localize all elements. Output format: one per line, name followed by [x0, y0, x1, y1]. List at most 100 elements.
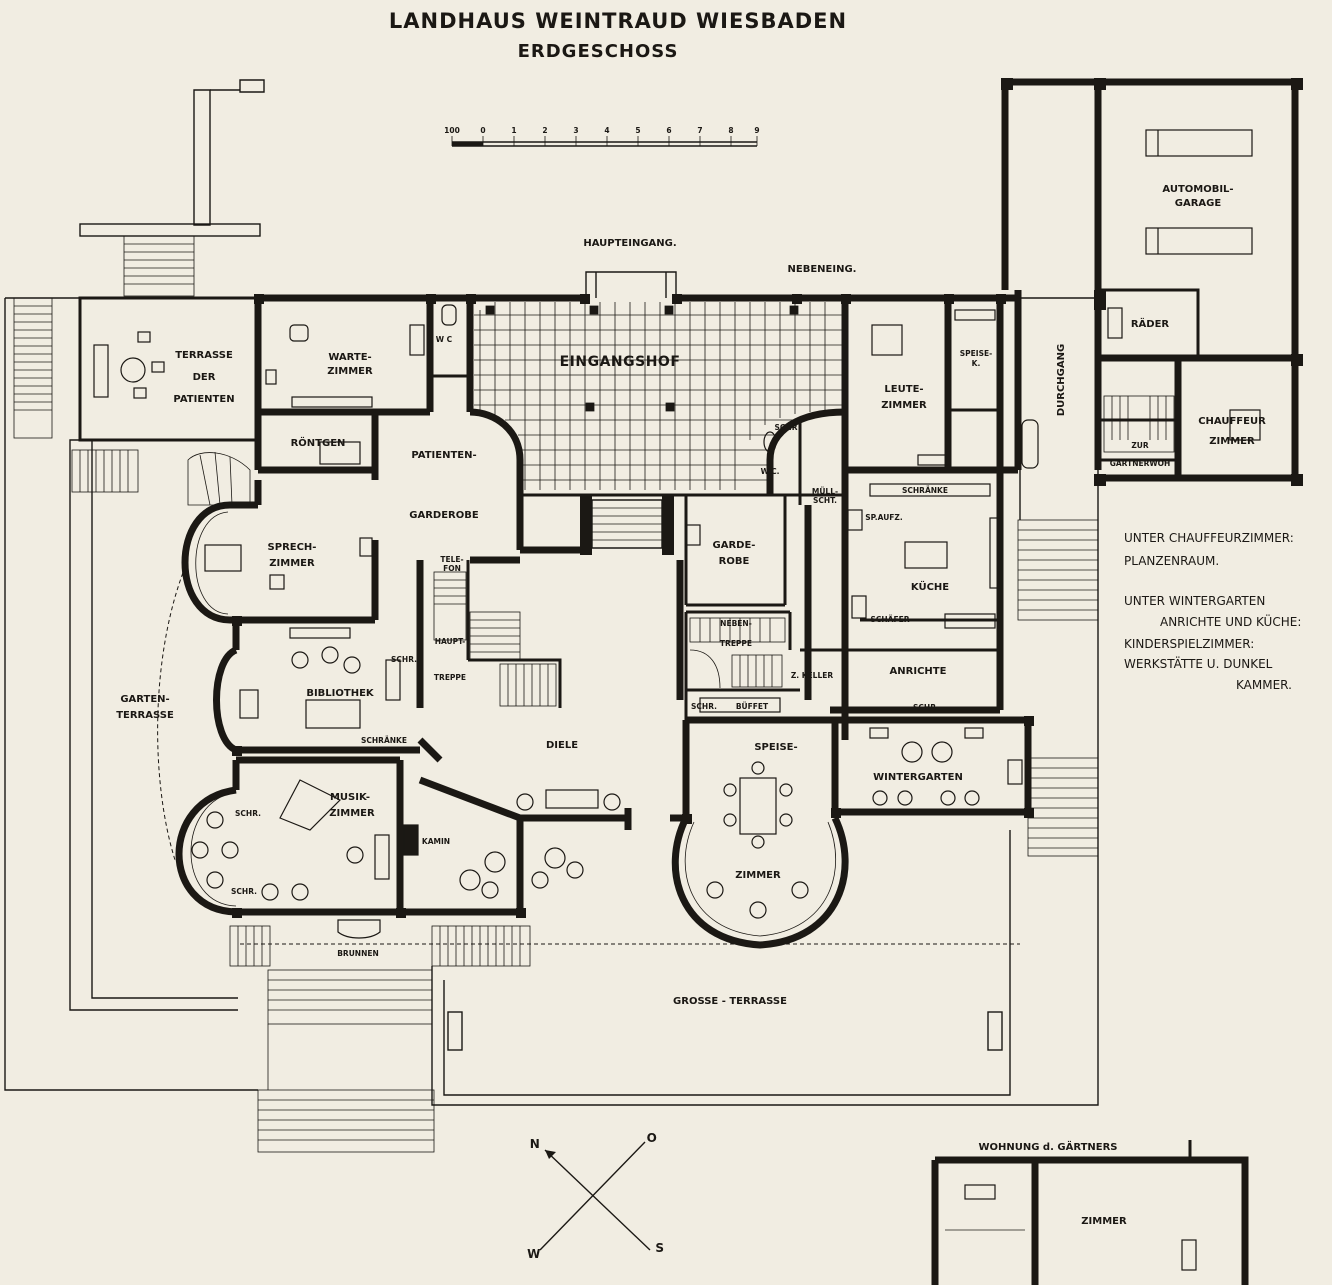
scale-label: 8 [728, 126, 733, 135]
side-entrance-label: NEBENEING. [788, 264, 857, 275]
plan-notes: UNTER CHAUFFEURZIMMER: PLANZENRAUM. UNTE… [1124, 531, 1301, 692]
waiting-room-label: WARTE- [328, 352, 371, 363]
scale-label: 6 [666, 126, 671, 135]
wall-pillars [232, 78, 1303, 918]
refuse-chute-label: MÜLL- [812, 487, 838, 496]
pantry-label: SPEISE- [960, 349, 992, 358]
fountain-label: BRUNNEN [337, 949, 379, 958]
cloakroom-label: ROBE [719, 556, 750, 567]
library-label: BIBLIOTHEK [306, 688, 375, 699]
note-line: UNTER CHAUFFEURZIMMER: [1124, 531, 1294, 545]
scale-label: 3 [573, 126, 578, 135]
service-stair [689, 617, 786, 689]
note-line: UNTER WINTERGARTEN [1124, 594, 1265, 608]
fireplace-label: KAMIN [422, 837, 450, 846]
gardener-path-label: ZUR [1131, 441, 1149, 450]
terrace-patients-label: PATIENTEN [173, 394, 234, 405]
chauffeur-room-label: CHAUFFEUR [1198, 416, 1266, 427]
dining-room-label: ZIMMER [735, 870, 781, 881]
passage-label: DURCHGANG [1056, 344, 1067, 416]
gardener-room-label: ZIMMER [1081, 1216, 1127, 1227]
site-outlines [4, 79, 1099, 1153]
patient-stair [187, 451, 251, 506]
wc-right-label: W.C. [761, 467, 780, 476]
entrance-court-grid [474, 302, 842, 490]
garden-terrace-label: GARTEN- [120, 694, 169, 705]
waiting-room-label: ZIMMER [327, 366, 373, 377]
library-cupboards-label: SCHRÄNKE [361, 736, 407, 745]
plan-subtitle: ERDGESCHOSS [518, 41, 679, 62]
service-stair-label: TREPPE [720, 639, 752, 648]
wc-label: W C [436, 335, 453, 344]
house-walls [78, 78, 1299, 949]
garage-label: GARAGE [1175, 198, 1222, 209]
large-terrace-label: GROSSE - TERRASSE [673, 996, 787, 1007]
kitchen-shelf-label: SCHÄFER [870, 615, 909, 624]
compass-o-label: O [647, 1131, 658, 1145]
note-line: KINDERSPIELZIMMER: [1124, 637, 1254, 651]
telephone-label: TELE- [440, 555, 463, 564]
wheels-room-label: RÄDER [1131, 316, 1170, 330]
gardener-house [931, 1140, 1249, 1285]
chauffeur-stair [1103, 395, 1175, 453]
main-stair-label: TREPPE [434, 673, 466, 682]
note-line: ANRICHTE UND KÜCHE: [1160, 613, 1301, 629]
scale-label: 7 [697, 126, 702, 135]
scale-label: 2 [542, 126, 547, 135]
garage-label: AUTOMOBIL- [1162, 184, 1233, 195]
cellar-label: Z. KELLER [791, 671, 834, 680]
note-line: PLANZENRAUM. [1124, 554, 1219, 568]
scale-label: 4 [604, 126, 609, 135]
patient-cloakroom-label: PATIENTEN- [411, 450, 476, 461]
pantry-label: K. [972, 359, 981, 368]
patient-cloakroom-label: GARDEROBE [409, 510, 479, 521]
main-entrance-label: HAUPTEINGANG. [583, 238, 676, 249]
telephone-label: FON [443, 564, 461, 573]
hall-label: DIELE [546, 740, 578, 751]
kitchen-cupboards-label: SCHRÄNKE [902, 486, 948, 495]
music-room-label: ZIMMER [329, 808, 375, 819]
scale-label: 5 [635, 126, 640, 135]
main-stair-label: HAUPT- [435, 637, 466, 646]
gardener-apartment-label: WOHNUNG d. GÄRTNERS [978, 1139, 1117, 1153]
dumbwaiter-label: SP.AUFZ. [865, 513, 903, 522]
consulting-room-label: SPRECH- [268, 542, 317, 553]
buffet-label: BÜFFET [736, 702, 769, 711]
terrace-patients-label: DER [193, 372, 216, 383]
garden-terrace-label: TERRASSE [116, 710, 174, 721]
compass: N O S W [527, 1131, 664, 1261]
library-cupboard-label: SCHR. [391, 655, 417, 664]
chauffeur-room-label: ZIMMER [1209, 436, 1255, 447]
scale-label: 9 [754, 126, 759, 135]
pantry-servery-label: ANRICHTE [890, 666, 947, 677]
music-cupboard-label: SCHR. [235, 809, 261, 818]
servants-room-label: ZIMMER [881, 400, 927, 411]
cloakroom-label: GARDE- [713, 540, 756, 551]
service-stair-label: NEBEN- [720, 619, 752, 628]
scale-label: 0 [480, 126, 485, 135]
servants-room-label: LEUTE- [884, 384, 923, 395]
terrace-patients-label: TERRASSE [175, 350, 233, 361]
furniture [93, 129, 1261, 939]
scale-label: 100 [444, 126, 460, 135]
scale-bar: 100 0 1 2 3 4 5 6 7 8 9 [444, 126, 760, 147]
dining-room-label: SPEISE- [754, 742, 797, 753]
scale-label: 1 [511, 126, 516, 135]
music-room-label: MUSIK- [330, 792, 370, 803]
xray-room-label: RÖNTGEN [291, 435, 346, 449]
winter-garden-label: WINTERGARTEN [873, 772, 963, 783]
refuse-chute-label: SCHT. [813, 496, 837, 505]
entrance-court-label: EINGANGSHOF [560, 354, 681, 370]
compass-s-label: S [655, 1241, 664, 1255]
cupboard-label: SCHR [775, 423, 798, 432]
bay-windows [190, 511, 836, 937]
compass-w-label: W [527, 1247, 541, 1261]
note-line: WERKSTÄTTE U. DUNKEL [1124, 656, 1273, 671]
winter-garden-cupboard-label: SCHR. [913, 703, 939, 712]
compass-n-label: N [530, 1137, 541, 1151]
note-line: KAMMER. [1236, 678, 1292, 692]
buffet-cupboard-label: SCHR. [691, 702, 717, 711]
consulting-room-label: ZIMMER [269, 558, 315, 569]
gardener-path-label: GÄRTNERWOH [1110, 459, 1171, 468]
